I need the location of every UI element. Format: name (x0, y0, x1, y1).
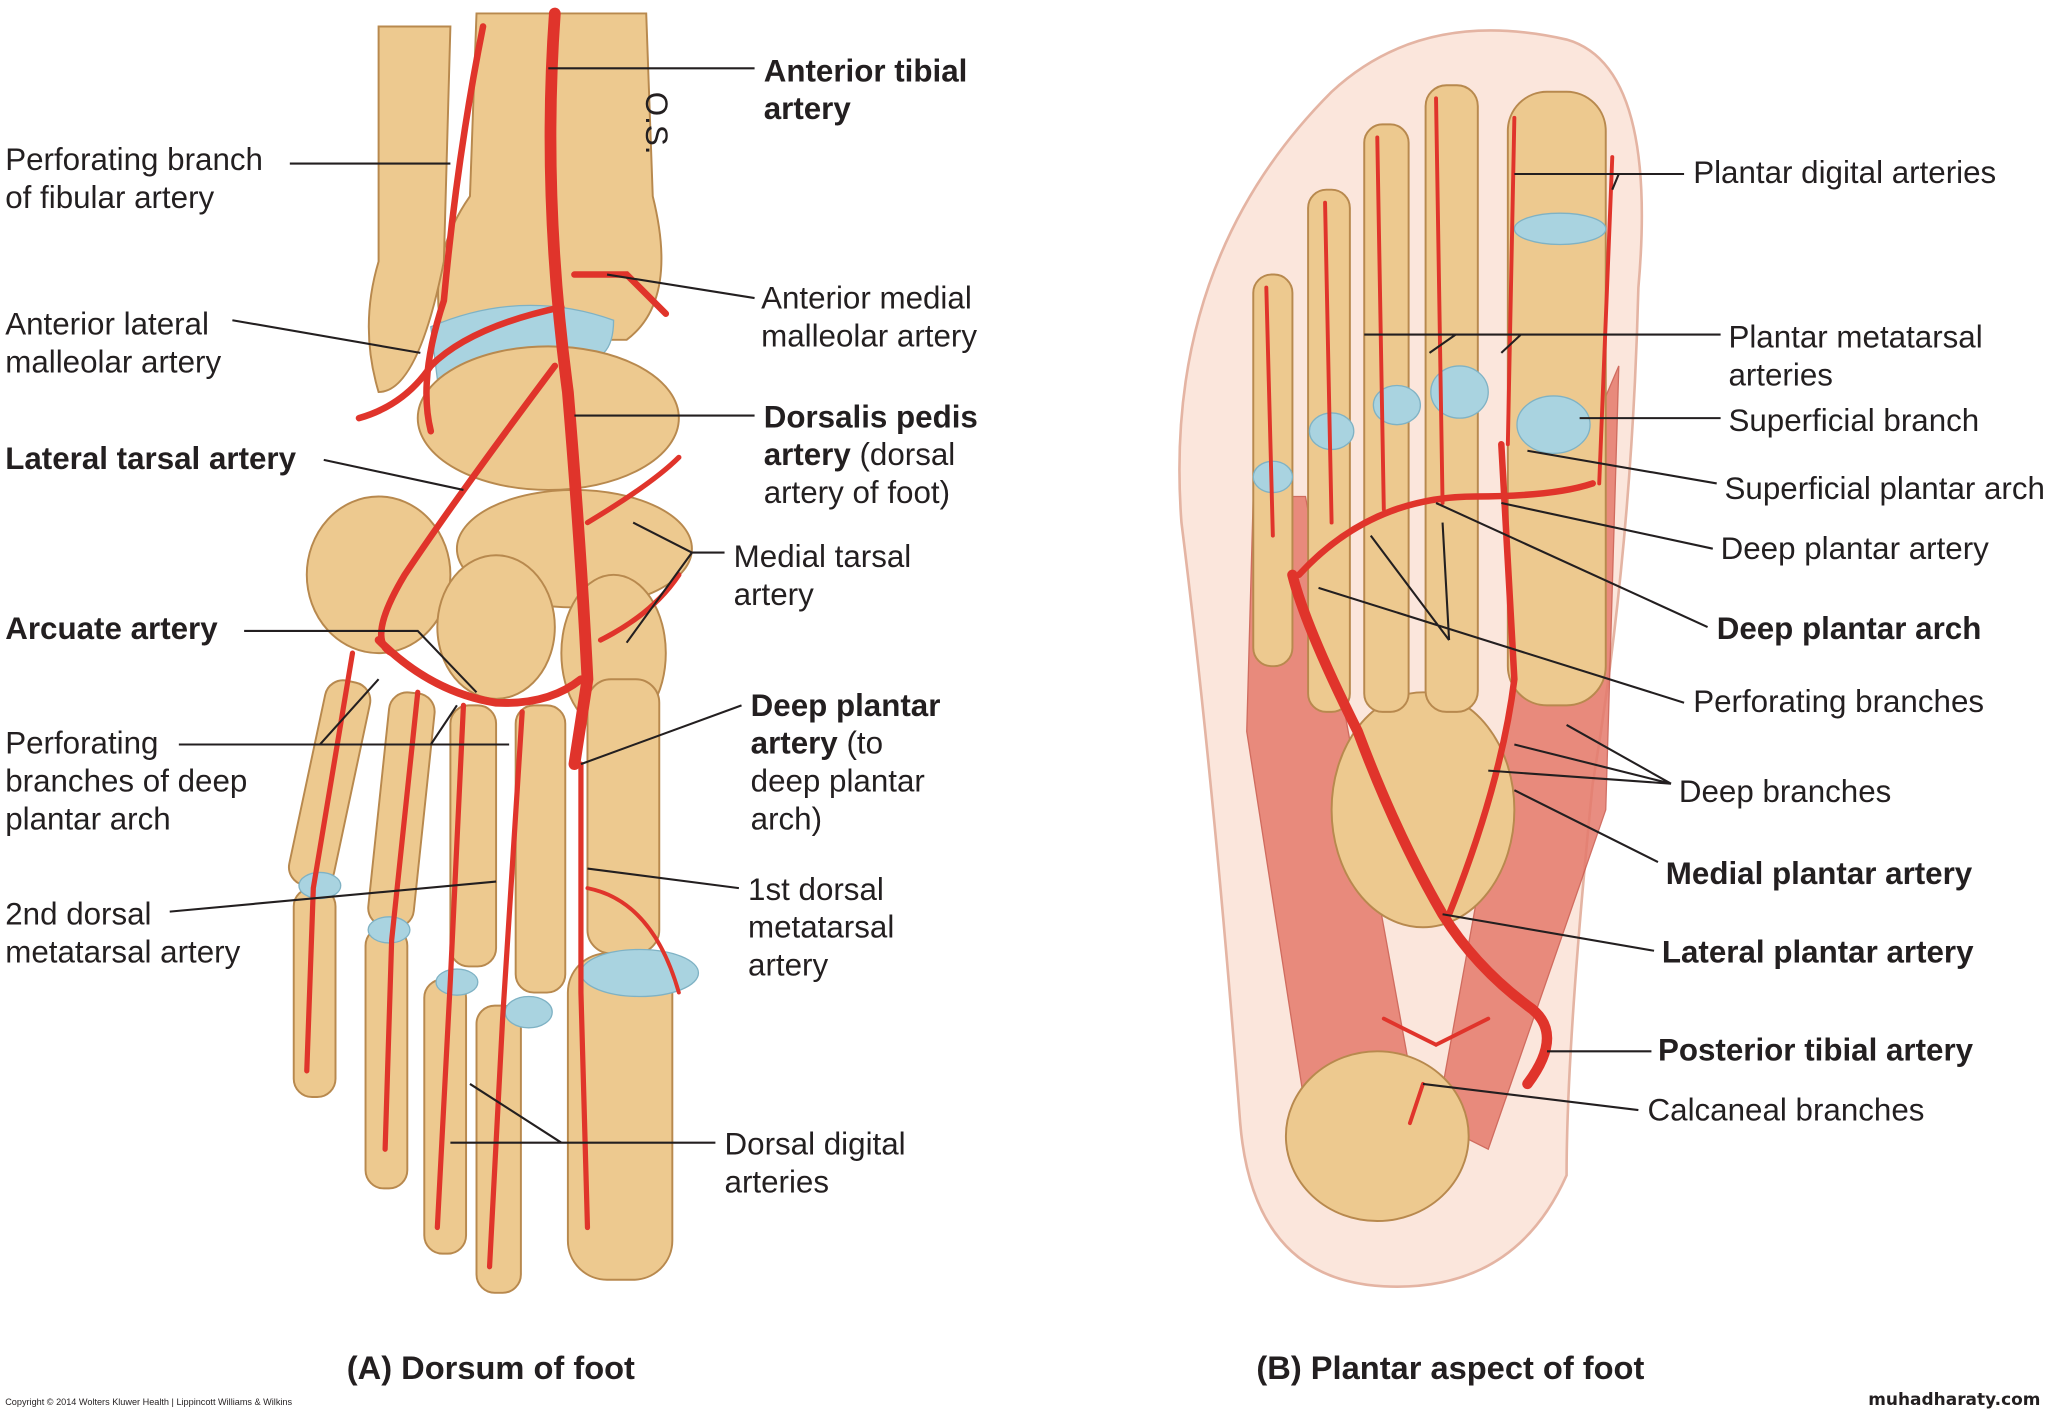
label-second-dorsal-metatarsal-2: metatarsal artery (5, 935, 240, 970)
dorsal-arteries (304, 7, 682, 1270)
label-medial-plantar: Medial plantar artery (1666, 856, 1973, 891)
label-deep-plantar-artery: Deep plantar artery (1721, 531, 1990, 566)
label-medial-tarsal: Medial tarsal (734, 539, 912, 574)
label-medial-tarsal-2: artery (734, 577, 814, 612)
leader-lines (169, 67, 1721, 1144)
label-deep-plantar-arch: Deep plantar arch (1717, 611, 1982, 646)
label-anterior-medial-malleolar: Anterior medial (761, 280, 972, 315)
dorsalis-pedis-bold: artery (764, 437, 852, 472)
label-deep-plantar-3: deep plantar (751, 764, 925, 799)
label-plantar-metatarsal: Plantar metatarsal (1728, 320, 1982, 355)
panel-a-labels: Anterior tibial artery Perforating branc… (5, 53, 978, 1386)
dorsum-foot-illustration: O.S. (287, 7, 700, 1294)
label-lateral-plantar: Lateral plantar artery (1662, 935, 1974, 970)
label-superficial-branch: Superficial branch (1728, 403, 1979, 438)
calcaneus-bone (1284, 1050, 1470, 1222)
talus-bone (416, 345, 680, 491)
label-superficial-plantar-arch: Superficial plantar arch (1725, 471, 2045, 506)
label-perforating-fibular: Perforating branch (5, 142, 263, 177)
signature: O.S. (639, 92, 674, 155)
label-first-dorsal-metatarsal-2: metatarsal (748, 910, 894, 945)
label-anterior-lateral-malleolar: Anterior lateral (5, 307, 209, 342)
label-dorsal-digital-2: arteries (725, 1164, 829, 1199)
cuneiform-bone (436, 554, 556, 700)
label-anterior-tibial-2: artery (764, 91, 852, 126)
fibula-bone (367, 25, 452, 394)
deep-plantar-paren: (to (838, 726, 883, 761)
label-deep-plantar-4: arch) (751, 801, 822, 836)
label-deep-plantar-2: artery (to (751, 726, 883, 761)
label-anterior-lateral-malleolar-2: malleolar artery (5, 344, 221, 379)
label-perforating-deep-arch-2: branches of deep (5, 764, 247, 799)
label-second-dorsal-metatarsal: 2nd dorsal (5, 897, 151, 932)
label-first-dorsal-metatarsal-3: artery (748, 948, 828, 983)
label-perforating-deep-arch-3: plantar arch (5, 801, 170, 836)
plantar-toes (1252, 84, 1607, 713)
label-deep-plantar: Deep plantar (751, 688, 941, 723)
caption-dorsum: (A) Dorsum of foot (347, 1349, 635, 1386)
dorsalis-pedis-paren: (dorsal (851, 437, 955, 472)
label-first-dorsal-metatarsal: 1st dorsal (748, 872, 884, 907)
label-dorsalis-pedis: Dorsalis pedis (764, 399, 978, 434)
label-arcuate: Arcuate artery (5, 611, 218, 646)
label-perforating-branches: Perforating branches (1693, 684, 1984, 719)
label-dorsalis-pedis-2: artery (dorsal (764, 437, 956, 472)
label-plantar-digital: Plantar digital arteries (1693, 155, 1996, 190)
label-anterior-tibial: Anterior tibial (764, 53, 968, 88)
deep-plantar-bold: artery (751, 726, 839, 761)
label-plantar-metatarsal-2: arteries (1728, 358, 1832, 393)
panel-b-labels: Plantar digital arteries Plantar metatar… (1256, 155, 2045, 1386)
plantar-foot-illustration (1178, 29, 1644, 1288)
label-anterior-medial-malleolar-2: malleolar artery (761, 318, 977, 353)
label-deep-branches: Deep branches (1679, 774, 1891, 809)
label-lateral-tarsal: Lateral tarsal artery (5, 441, 296, 476)
plantar-arteries (1264, 96, 1615, 1126)
label-dorsalis-pedis-3: artery of foot) (764, 475, 950, 510)
label-perforating-deep-arch: Perforating (5, 726, 158, 761)
label-posterior-tibial: Posterior tibial artery (1658, 1032, 1974, 1067)
metatarsals (287, 678, 661, 994)
watermark: muhadharaty.com (1868, 1390, 2040, 1410)
cuboid-bone (305, 495, 452, 655)
copyright-text: Copyright © 2014 Wolters Kluwer Health |… (5, 1397, 292, 1407)
label-calcaneal-branches: Calcaneal branches (1648, 1092, 1925, 1127)
label-dorsal-digital: Dorsal digital (725, 1126, 906, 1161)
label-perforating-fibular-2: of fibular artery (5, 180, 214, 215)
caption-plantar: (B) Plantar aspect of foot (1256, 1349, 1644, 1386)
